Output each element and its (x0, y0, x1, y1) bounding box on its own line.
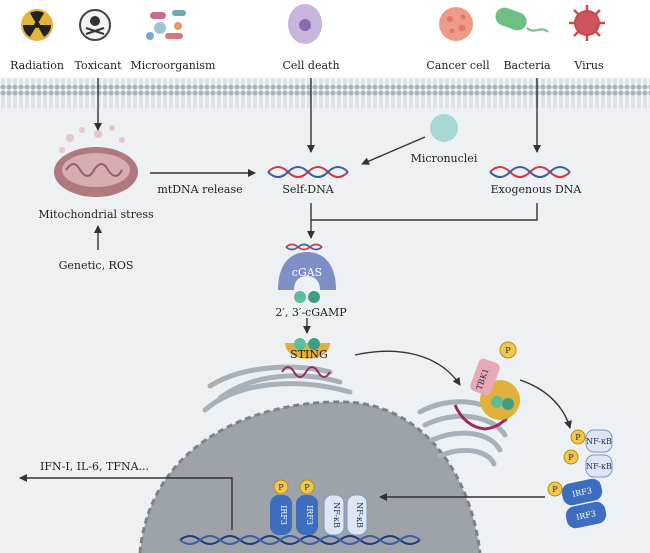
toxicant-label: Toxicant (74, 59, 122, 72)
exogenous-dna-icon (489, 166, 571, 178)
phospho-markers (273, 341, 586, 497)
genetic-ros-label: Genetic, ROS (59, 259, 134, 272)
irf3-pair (561, 478, 607, 529)
golgi-apparatus (417, 399, 508, 467)
nuclear-irf3-dimer (270, 495, 318, 535)
nuclear-nfkb-label-2: NF-κB (355, 502, 364, 528)
exogenous-dna-label: Exogenous DNA (491, 183, 583, 196)
virus-icon (569, 5, 605, 41)
nucleus (140, 401, 480, 553)
irf3-label-2: IRF3 (575, 509, 596, 522)
phospho-label-1: P (505, 346, 511, 355)
mito-stress-label: Mitochondrial stress (38, 208, 154, 221)
cgamp-label: 2′, 3′-cGAMP (275, 306, 347, 319)
sting-protein (281, 338, 331, 378)
mtdna-release-label: mtDNA release (157, 183, 242, 196)
cancer-cell-label: Cancer cell (426, 59, 490, 72)
nuclear-irf3-label-1: IRF3 (279, 505, 288, 525)
cytokines-label: IFN-I, IL-6, TFNA... (40, 460, 149, 473)
nfkb-label-1: NF-κB (586, 437, 612, 446)
irf3-label-1: IRF3 (571, 486, 592, 499)
nuclear-envelope (138, 400, 482, 553)
bacteria-icon (495, 7, 549, 33)
self-dna-icon (267, 166, 349, 178)
cell-membrane (0, 78, 650, 108)
virus-label: Virus (573, 59, 604, 72)
nfkb-pair (585, 429, 613, 478)
pathway-arrows (19, 78, 572, 530)
phospho-label-4: P (552, 485, 558, 494)
sting-translocation-arrow (354, 350, 461, 386)
nuclear-nfkb-label-1: NF-κB (332, 502, 341, 528)
bound-dna-icon (285, 243, 323, 251)
toxicant-icon (79, 9, 111, 41)
cgas-protein (278, 252, 336, 303)
phospho-label-6: P (304, 483, 310, 492)
microorganism-label: Microorganism (131, 59, 217, 72)
microorganism-icon (146, 10, 186, 40)
self-dna-label: Self-DNA (282, 183, 334, 196)
cancer-cell-icon (439, 7, 473, 41)
nfkb-label-2: NF-κB (586, 462, 612, 471)
mitochondrion-icon (54, 125, 138, 197)
phospho-label-2: P (575, 433, 581, 442)
sting-label: STING (290, 348, 328, 361)
exogenous-dna-merge-line (311, 203, 538, 221)
radiation-icon (21, 9, 53, 41)
micronuclei-icon (430, 114, 458, 142)
micronuclei-label: Micronuclei (411, 152, 478, 165)
sting-tbk1-complex (453, 358, 520, 431)
cell-death-label: Cell death (282, 59, 339, 72)
endoplasmic-reticulum (202, 364, 353, 413)
cytokine-output-arrow (19, 474, 233, 530)
tbk1-activation-arrow (519, 379, 572, 429)
phospho-label-3: P (568, 453, 574, 462)
bacteria-label: Bacteria (503, 59, 551, 72)
nuclear-nfkb-dimer (323, 494, 368, 536)
phospho-label-5: P (278, 483, 284, 492)
nuclear-dna-icon (179, 535, 421, 545)
micronuclei-to-self-dna-arrow (361, 136, 426, 165)
nuclear-irf3-label-2: IRF3 (305, 505, 314, 525)
cgas-label: cGAS (292, 266, 322, 279)
radiation-label: Radiation (10, 59, 64, 72)
dying-cell-icon (288, 4, 322, 44)
